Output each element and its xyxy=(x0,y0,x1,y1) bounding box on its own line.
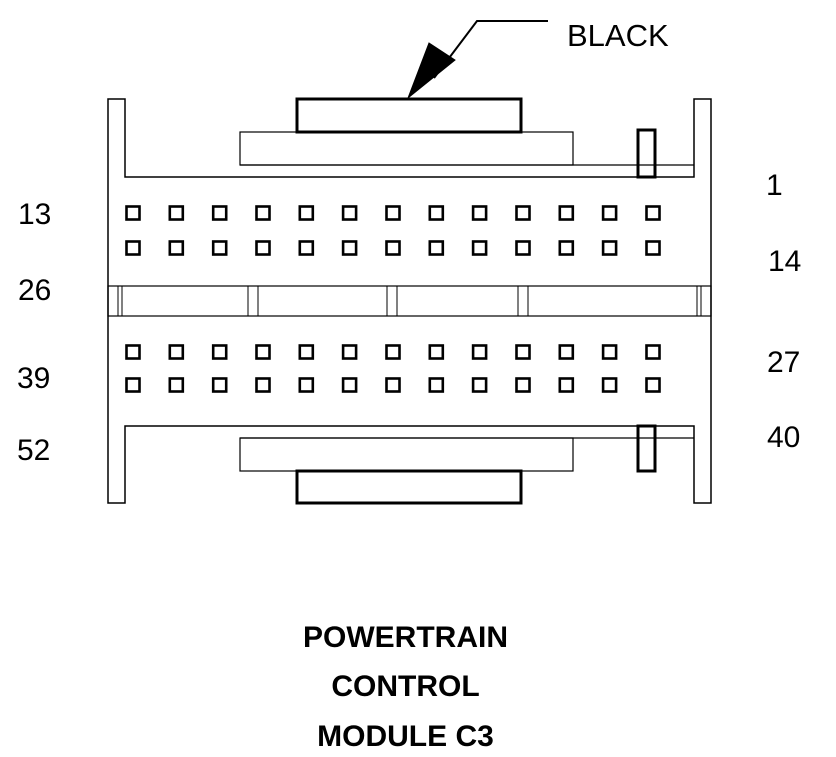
pin-cavity xyxy=(558,240,575,256)
pin-cavity xyxy=(168,205,185,221)
bottom-latch-base xyxy=(239,437,574,472)
top-latch xyxy=(295,97,523,134)
pin-cavity xyxy=(428,240,445,256)
pin-cavity xyxy=(341,344,358,360)
pin-cavity xyxy=(298,377,315,393)
pin-cavity xyxy=(645,344,661,360)
pin-cavity xyxy=(471,240,488,256)
pin-cavity xyxy=(255,377,271,393)
pin-cavity xyxy=(385,344,401,360)
pin-cavity xyxy=(341,377,358,393)
pin-cavity xyxy=(341,240,358,256)
pin-cavity xyxy=(211,205,228,221)
pin-cavity xyxy=(168,377,185,393)
bottom-lock-tab xyxy=(636,424,657,473)
pin-label-27: 27 xyxy=(767,346,801,379)
bottom-latch xyxy=(295,469,523,505)
pin-cavity xyxy=(428,344,445,360)
pin-cavity xyxy=(601,344,618,360)
pin-cavity xyxy=(428,377,445,393)
pin-cavity xyxy=(471,377,488,393)
pin-label-39: 39 xyxy=(17,362,51,395)
pin-cavity xyxy=(125,377,141,393)
pin-cavity xyxy=(255,240,271,256)
top-latch-base xyxy=(239,131,574,166)
pin-cavity xyxy=(385,240,401,256)
pin-cavity xyxy=(601,377,618,393)
pin-cavity-grid xyxy=(125,205,661,393)
pin-cavity xyxy=(341,205,358,221)
pin-cavity xyxy=(168,344,185,360)
pin-cavity xyxy=(645,377,661,393)
pin-cavity xyxy=(558,344,575,360)
pin-cavity xyxy=(255,205,271,221)
pin-label-14: 14 xyxy=(768,245,802,278)
pin-cavity xyxy=(601,240,618,256)
title-line-3: MODULE C3 xyxy=(317,720,494,753)
connector-housing xyxy=(107,98,712,504)
pin-label-52: 52 xyxy=(17,434,51,467)
pin-cavity xyxy=(515,377,531,393)
pin-cavity xyxy=(601,205,618,221)
pin-cavity xyxy=(211,377,228,393)
title-line-2: CONTROL xyxy=(331,670,480,703)
pin-cavity xyxy=(515,205,531,221)
pin-cavity xyxy=(558,205,575,221)
title-line-1: POWERTRAIN xyxy=(303,621,508,654)
pin-cavity xyxy=(385,377,401,393)
center-divider xyxy=(107,285,712,317)
pin-label-40: 40 xyxy=(767,421,801,454)
pin-cavity xyxy=(471,344,488,360)
pin-cavity xyxy=(515,240,531,256)
pin-cavity xyxy=(298,344,315,360)
pin-cavity xyxy=(298,205,315,221)
pin-cavity xyxy=(125,205,141,221)
pin-cavity xyxy=(125,344,141,360)
wire-color-label: BLACK xyxy=(567,18,669,53)
color-leader-line xyxy=(433,20,548,79)
pin-label-26: 26 xyxy=(18,274,52,307)
pin-cavity xyxy=(471,205,488,221)
pin-cavity xyxy=(645,240,661,256)
pin-cavity xyxy=(168,240,185,256)
pin-cavity xyxy=(125,240,141,256)
divider-ribs xyxy=(117,286,702,316)
leader-arrowhead xyxy=(406,42,456,100)
pin-cavity xyxy=(385,205,401,221)
top-lock-tab xyxy=(636,128,657,179)
pin-label-13: 13 xyxy=(18,198,52,231)
pin-cavity xyxy=(428,205,445,221)
pin-cavity xyxy=(645,205,661,221)
pin-cavity xyxy=(515,344,531,360)
pin-cavity xyxy=(558,377,575,393)
pin-cavity xyxy=(211,240,228,256)
pin-cavity xyxy=(211,344,228,360)
pin-label-1: 1 xyxy=(766,169,783,202)
pin-cavity xyxy=(255,344,271,360)
pin-cavity xyxy=(298,240,315,256)
